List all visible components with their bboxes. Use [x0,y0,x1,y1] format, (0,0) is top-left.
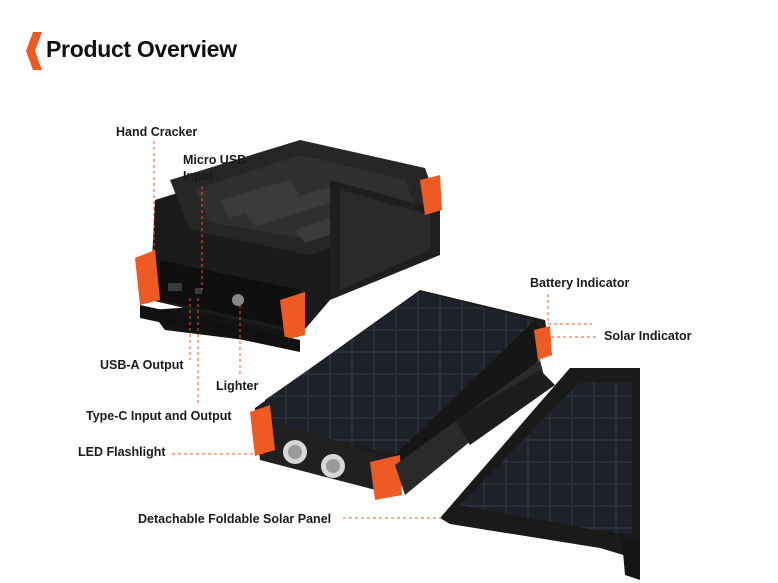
solar-panel-label: Detachable Foldable Solar Panel [138,512,332,526]
page-title: Product Overview [46,36,237,62]
led-flashlight-label: LED Flashlight [78,445,166,459]
usb-a-output-label: USB-A Output [100,358,184,372]
micro-usb-label: Micro USB Input [183,152,246,184]
power-bank-rear-unit [135,140,442,352]
callout-leader-lines [153,141,598,519]
battery-indicator-label: Battery Indicator [530,276,630,290]
micro-usb-label-line2: Input [183,169,214,183]
type-c-label: Type-C Input and Output [86,409,232,423]
power-bank-front-unit [250,290,552,500]
micro-usb-label-line1: Micro USB [183,153,247,167]
foldable-solar-panel [440,368,640,580]
solar-indicator-label: Solar Indicator [604,329,692,343]
hand-cracker-label: Hand Cracker [116,125,198,139]
lighter-label: Lighter [216,379,259,393]
orange-chevron-mark [26,32,42,70]
